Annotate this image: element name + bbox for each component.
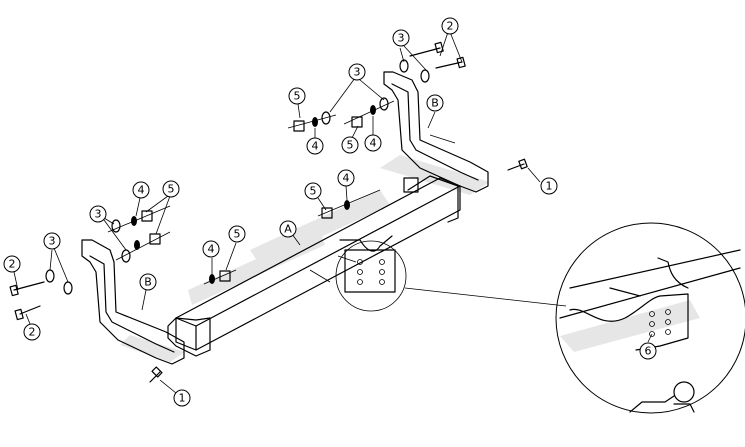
svg-text:5: 5	[294, 90, 301, 103]
svg-text:3: 3	[49, 235, 56, 248]
svg-text:B: B	[144, 276, 152, 289]
bolt-left-1	[149, 371, 161, 383]
callout-2-left-upper: 2	[3, 255, 21, 273]
bolts	[9, 41, 528, 383]
svg-text:B: B	[431, 97, 439, 110]
callout-2-left-lower: 2	[23, 323, 41, 341]
svg-text:4: 4	[312, 140, 319, 153]
bolt-left-2b	[19, 305, 41, 315]
callout-2-top: 2	[441, 17, 459, 35]
cross-beam-a	[167, 175, 461, 357]
callout-a: A	[279, 220, 297, 238]
callout-5-upper-b: 5	[341, 136, 359, 154]
callout-1-left: 1	[173, 389, 191, 407]
svg-text:4: 4	[370, 137, 377, 150]
callout-b-left: B	[139, 273, 157, 291]
svg-text:2: 2	[29, 326, 36, 339]
svg-text:1: 1	[179, 392, 186, 405]
svg-text:2: 2	[447, 20, 454, 33]
svg-text:3: 3	[354, 66, 361, 79]
bolt-left-2a	[13, 281, 45, 291]
callout-4-upper-a: 4	[306, 137, 324, 155]
callout-6: 6	[639, 342, 657, 360]
svg-text:3: 3	[95, 208, 102, 221]
svg-text:6: 6	[645, 345, 652, 358]
callout-3-upper-mid: 3	[348, 63, 366, 81]
svg-text:5: 5	[347, 139, 354, 152]
socket-plate	[335, 235, 407, 312]
svg-text:A: A	[284, 223, 292, 236]
callout-4-upper-b: 4	[364, 134, 382, 152]
svg-text:3: 3	[398, 32, 405, 45]
callout-5-left: 5	[162, 180, 180, 198]
callout-4-mid: 4	[337, 169, 355, 187]
bracket-b-right	[380, 71, 490, 195]
svg-text:5: 5	[310, 185, 317, 198]
detail-connector-line	[404, 287, 567, 307]
detail-view-circle	[555, 222, 745, 414]
callout-4-lower: 4	[202, 240, 220, 258]
washers-and-nuts	[45, 59, 430, 295]
svg-text:5: 5	[234, 228, 241, 241]
callout-4-left: 4	[132, 181, 150, 199]
svg-text:4: 4	[138, 184, 145, 197]
callout-3-top: 3	[392, 29, 410, 47]
leader-lines	[13, 31, 653, 394]
callout-5-upper-a: 5	[288, 87, 306, 105]
callout-5-mid: 5	[304, 182, 322, 200]
svg-text:5: 5	[168, 183, 175, 196]
bolt-top-2a	[409, 47, 441, 57]
bracket-b-left	[81, 239, 185, 365]
svg-text:4: 4	[208, 243, 215, 256]
bolt-right-1	[507, 163, 525, 171]
svg-text:1: 1	[546, 180, 553, 193]
callout-b-right: B	[426, 94, 444, 112]
callout-1-right: 1	[540, 177, 558, 195]
callout-3-left-a: 3	[89, 205, 107, 223]
svg-text:4: 4	[343, 172, 350, 185]
callout-5-lower: 5	[228, 225, 246, 243]
callout-3-left-b: 3	[43, 232, 61, 250]
svg-text:2: 2	[9, 258, 16, 271]
